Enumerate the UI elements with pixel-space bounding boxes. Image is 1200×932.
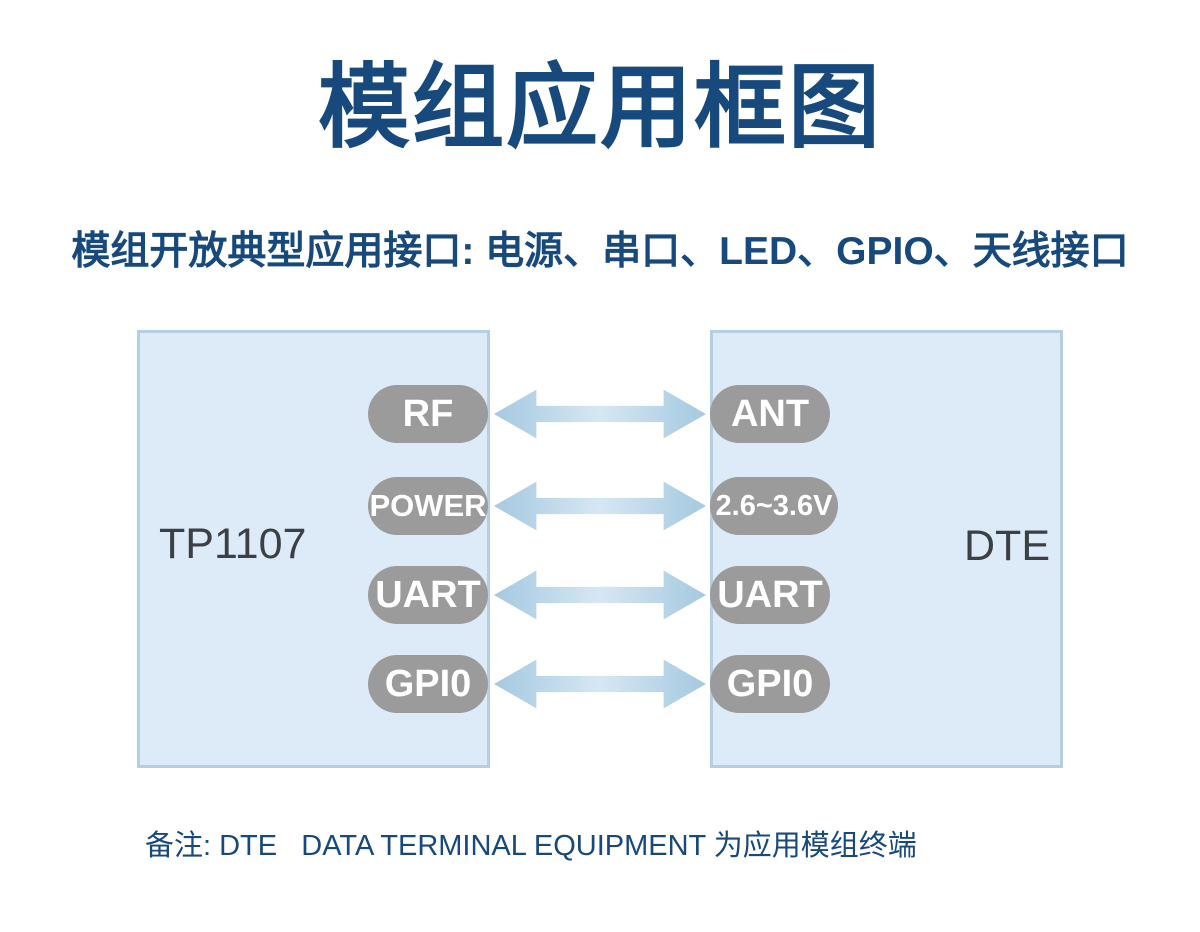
bidirectional-arrow-icon-uart-uart [494,570,706,620]
bidirectional-arrow-icon-rf-ant [494,389,706,439]
port-pill-gpio-right: GPI0 [710,655,830,713]
port-pill-uart-left: UART [368,566,488,624]
port-pill-gpio-left: GPI0 [368,655,488,713]
port-pill-ant: ANT [710,385,830,443]
page-subtitle: 模组开放典型应用接口: 电源、串口、LED、GPIO、天线接口 [71,230,1129,273]
page-title: 模组应用框图 [317,57,882,159]
port-pill-rf: RF [368,385,488,443]
port-pill-power: POWER [368,477,488,535]
bidirectional-arrow-icon-gpio-gpio [494,659,706,709]
port-pill-voltage: 2.6~3.6V [710,477,838,535]
bidirectional-arrow-icon-power-voltage [494,481,706,531]
port-pill-uart-right: UART [710,566,830,624]
footnote: 备注: DTE DATA TERMINAL EQUIPMENT 为应用模组终端 [145,830,917,862]
right-module-name: DTE [964,522,1050,570]
left-module-name: TP1107 [159,520,307,568]
